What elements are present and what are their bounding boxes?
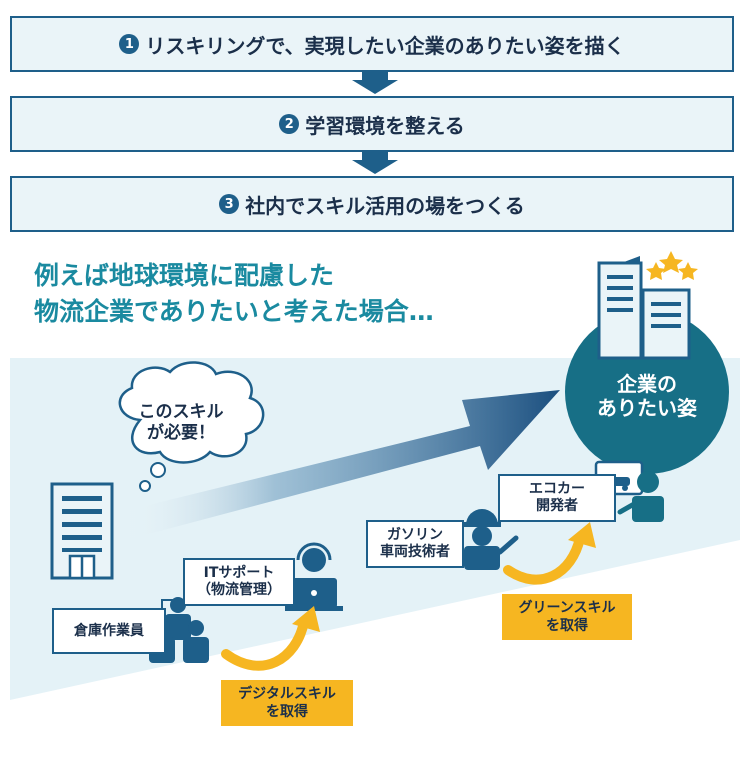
headline-line-2: 物流企業でありたいと考えた場合… xyxy=(34,297,434,326)
digital-skill-label: デジタルスキル を取得 xyxy=(221,680,353,726)
eco-car-developer-label: エコカー 開発者 xyxy=(498,474,616,522)
goal-label: 企業の ありたい姿 xyxy=(597,372,697,420)
growth-arrow xyxy=(120,390,560,540)
step-2-number: 2 xyxy=(279,114,300,134)
step-1-number: 1 xyxy=(119,34,140,54)
step-1-label: リスキリングで、実現したい企業のありたい姿を描く xyxy=(145,33,625,58)
goal-building-icon xyxy=(597,256,691,360)
thought-bubble xyxy=(118,361,265,492)
step-2: 2 学習環境を整える xyxy=(10,96,734,152)
green-skill-arrow xyxy=(503,533,585,585)
digital-skill-arrow xyxy=(221,617,309,671)
green-skill-arrowhead xyxy=(568,522,596,548)
star-icons xyxy=(646,251,698,280)
headline: 例えば地球環境に配慮した 物流企業でありたいと考えた場合… xyxy=(34,258,554,330)
step-3-label: 社内でスキル活用の場をつくる xyxy=(245,193,525,218)
office-building-icon xyxy=(50,482,114,580)
it-support-label: ITサポート （物流管理） xyxy=(183,558,295,606)
headline-line-1: 例えば地球環境に配慮した xyxy=(34,261,335,290)
thought-bubble-text: このスキル が必要！ xyxy=(138,402,224,443)
green-skill-label: グリーンスキル を取得 xyxy=(502,594,632,640)
warehouse-worker-label: 倉庫作業員 xyxy=(52,608,166,654)
step-arrow-2 xyxy=(352,150,398,174)
step-1: 1 リスキリングで、実現したい企業のありたい姿を描く xyxy=(10,16,734,72)
diagonal-wedge xyxy=(10,540,740,752)
technician-icon xyxy=(463,509,519,570)
step-3-number: 3 xyxy=(219,194,240,214)
step-arrow-1 xyxy=(352,70,398,94)
step-3: 3 社内でスキル活用の場をつくる xyxy=(10,176,734,232)
digital-skill-arrowhead xyxy=(292,606,320,632)
step-2-label: 学習環境を整える xyxy=(305,113,465,138)
gasoline-technician-label: ガソリン 車両技術者 xyxy=(366,520,464,568)
